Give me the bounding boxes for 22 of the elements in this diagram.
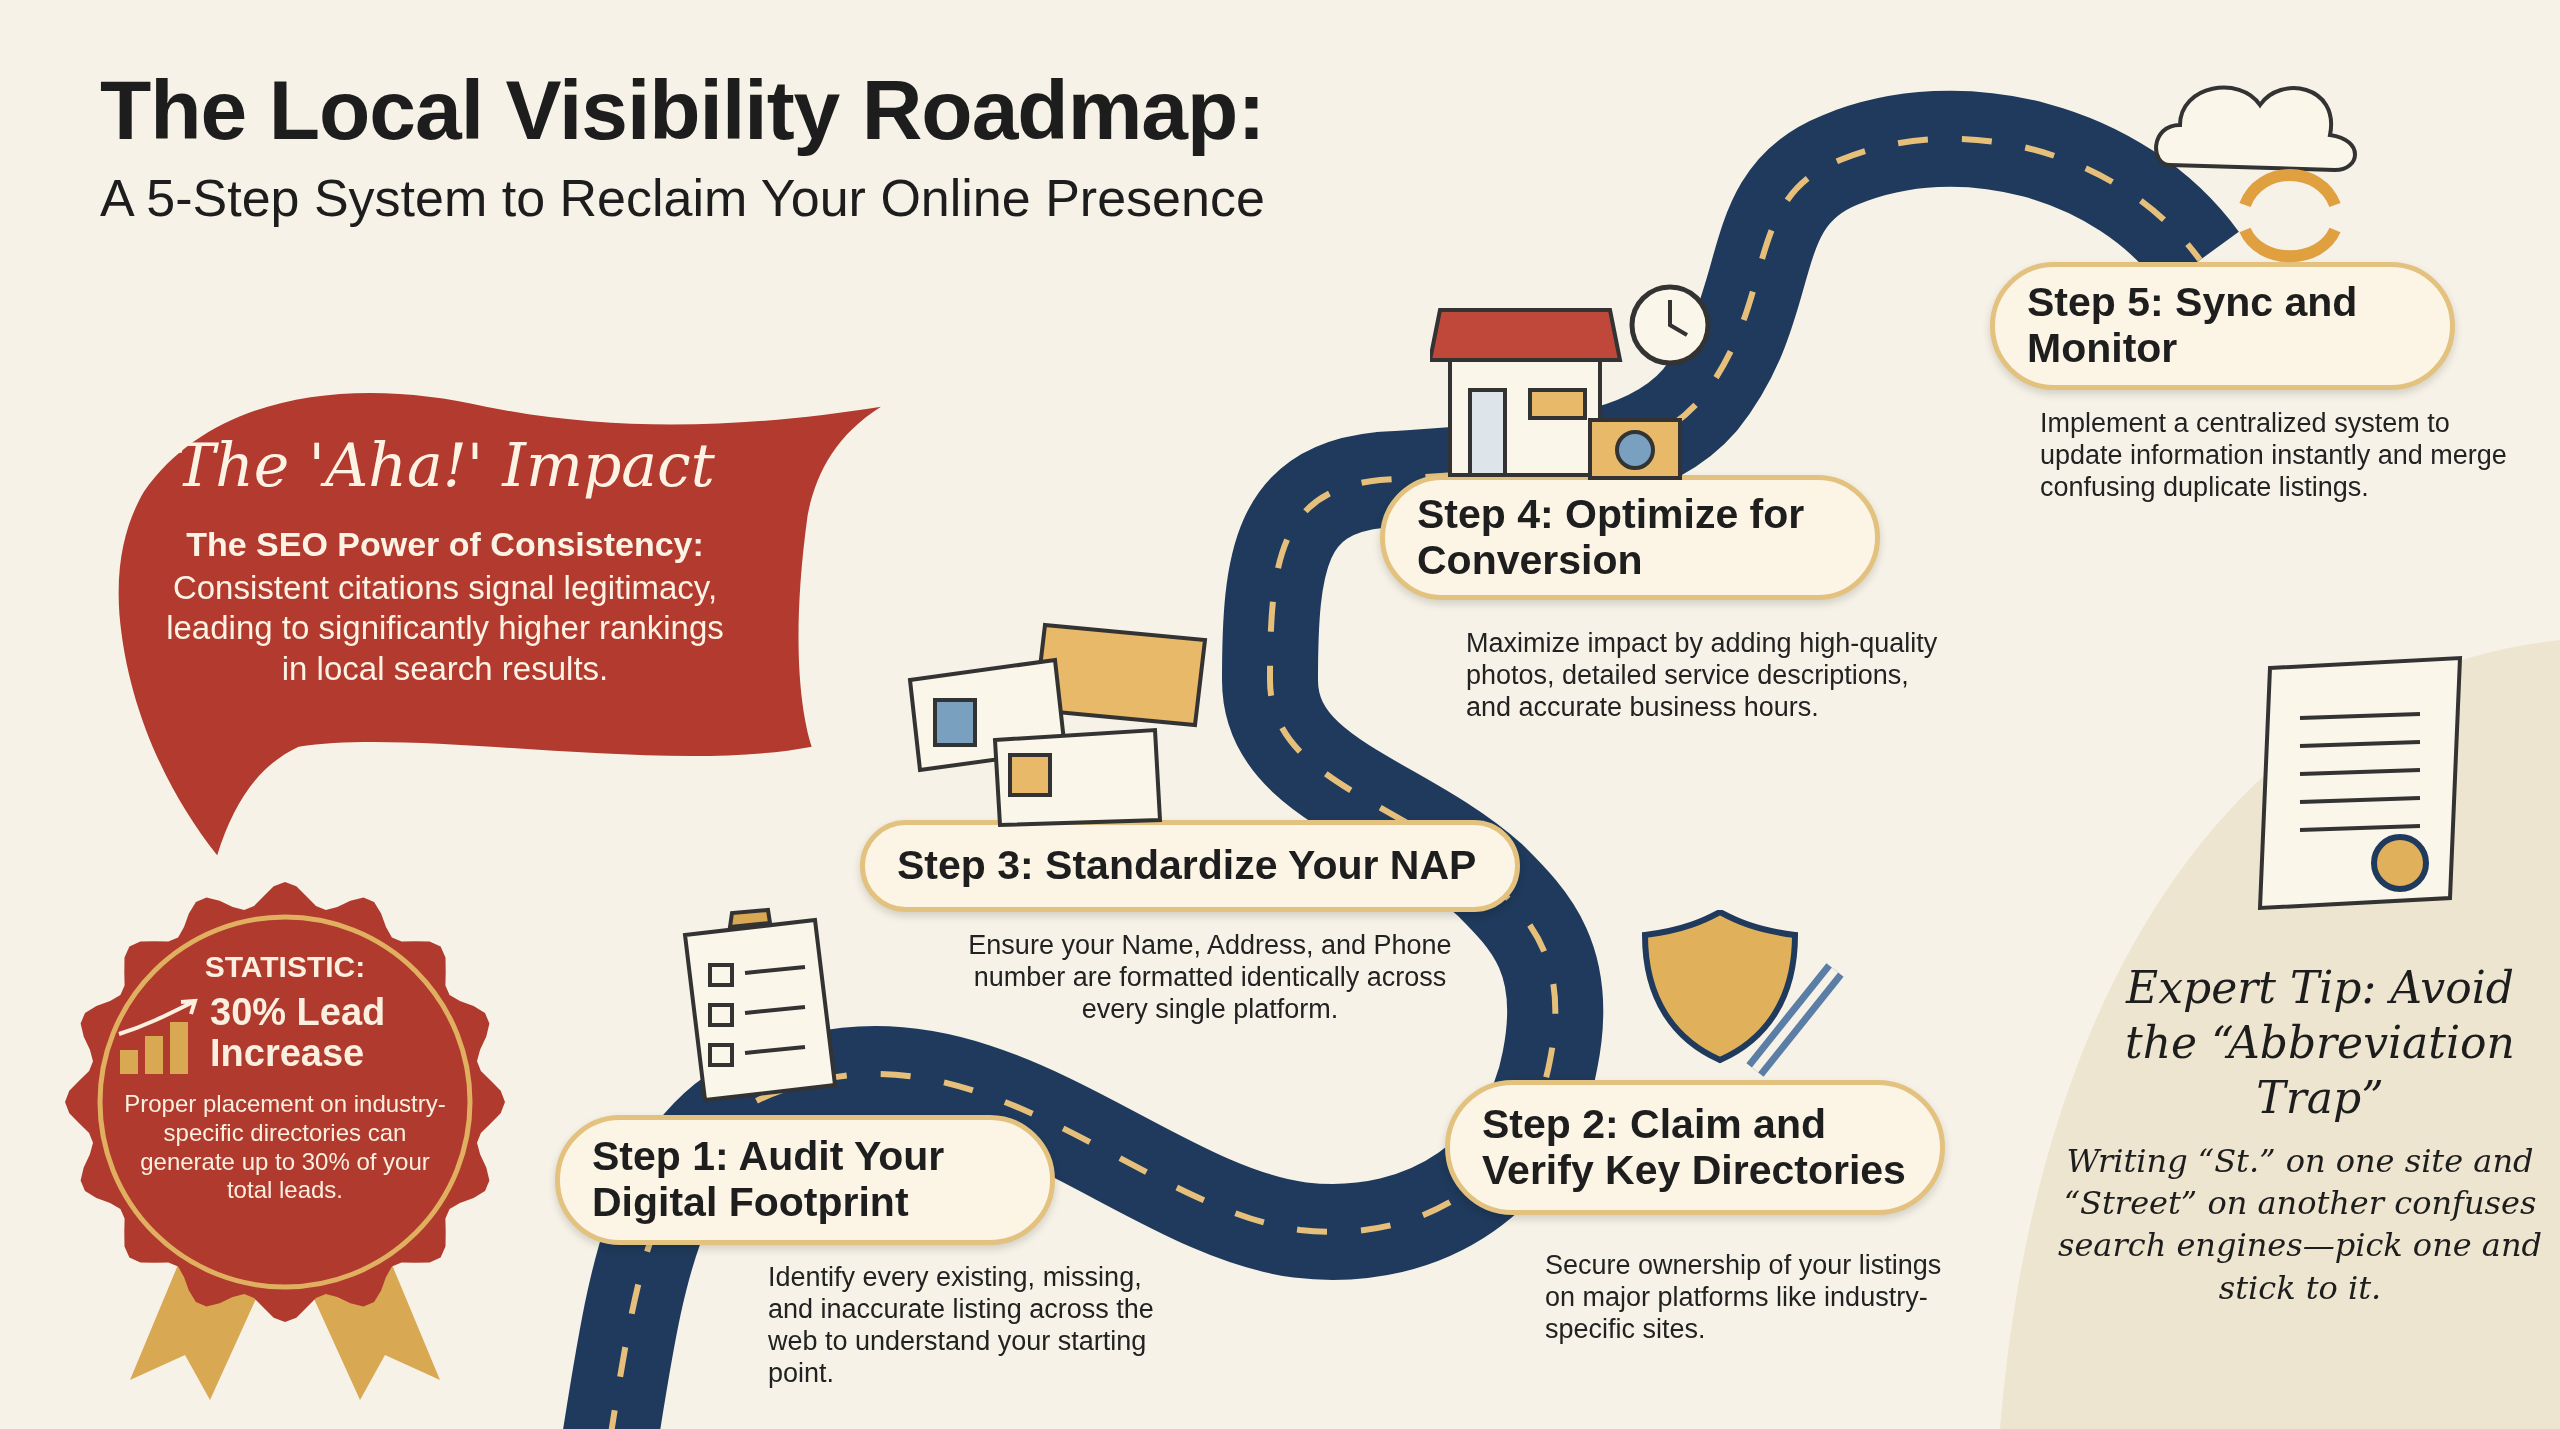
badge-text: Proper placement on industry-specific directories can generate up to 30% of your total leads. — [123, 1090, 447, 1206]
banner-text: Consistent citations signal legitimacy, leading to significantly higher rankings in local search results. — [165, 568, 725, 689]
tip-text: Writing “St.” on one site and “Street” on another confuses search engines—pick one and stick to it. — [2057, 1141, 2543, 1309]
step-title: Step 5: Sync and Monitor — [2027, 280, 2359, 372]
step-description: Implement a centralized system to update information instantly and merge confusing duplicate listings. — [2040, 408, 2508, 504]
step-description: Secure ownership of your listings on major platforms like industry-specific sites. — [1545, 1250, 1943, 1346]
banner-subheading: The SEO Power of Consistency: — [185, 525, 705, 564]
step-pill — [860, 820, 1520, 912]
badge-label: STATISTIC: — [203, 950, 367, 984]
step-title: Step 2: Claim and Verify Key Directories — [1482, 1101, 1907, 1194]
step-description: Ensure your Name, Address, and Phone number are formatted identically across every single platform. — [967, 930, 1453, 1026]
step-title: Step 1: Audit Your Digital Footprint — [592, 1134, 946, 1226]
tip-heading: Expert Tip: Avoid the “Abbreviation Trap” — [2124, 961, 2516, 1125]
step-title: Step 3: Standardize Your NAP — [897, 843, 1477, 889]
step-title: Step 4: Optimize for Conversion — [1417, 491, 1806, 584]
subtitle: A 5-Step System to Reclaim Your Online Presence — [100, 168, 1265, 228]
step-pill — [1380, 475, 1880, 600]
banner-heading: The 'Aha!' Impact — [174, 430, 716, 500]
step-description: Identify every existing, missing, and inaccurate listing across the web to understand your starting point. — [768, 1262, 1155, 1390]
statistic-value: 30% Lead Increase — [210, 992, 387, 1075]
step-description: Maximize impact by adding high-quality photos, detailed service descriptions, and accurate business hours. — [1466, 628, 1939, 724]
title: The Local Visibility Roadmap: — [100, 62, 1265, 159]
